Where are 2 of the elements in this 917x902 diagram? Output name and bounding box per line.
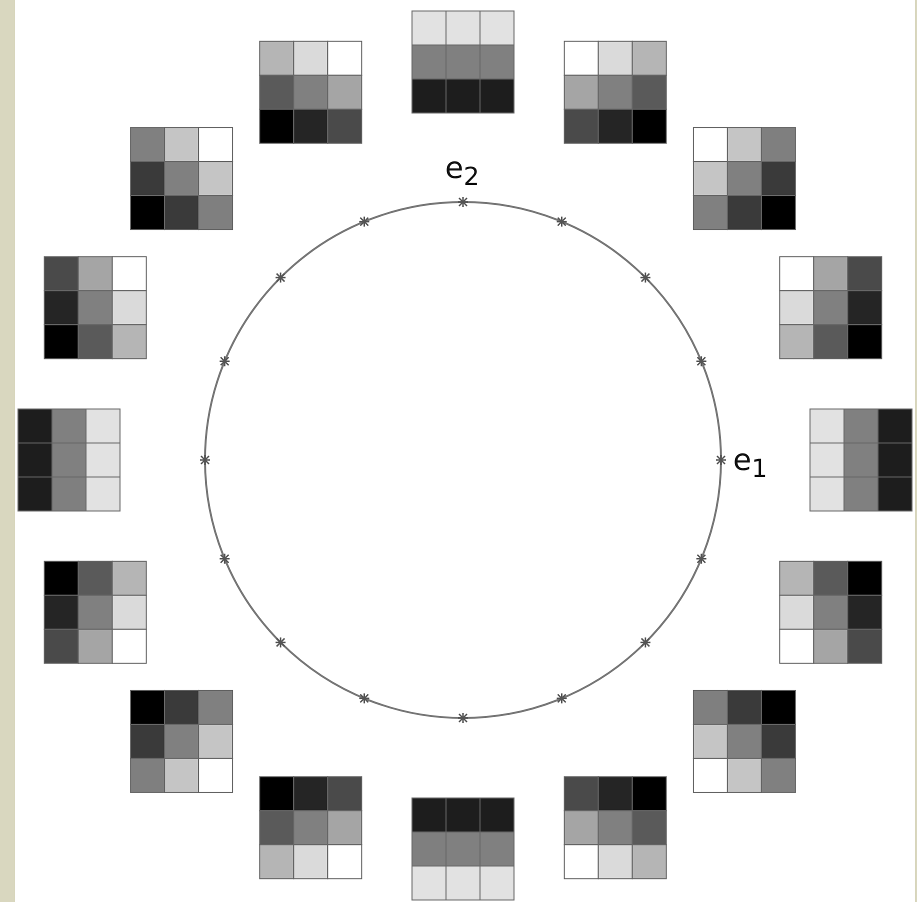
axis-label: e$_{2}$ <box>445 154 480 189</box>
axis-label: e$_{1}$ <box>733 446 768 481</box>
